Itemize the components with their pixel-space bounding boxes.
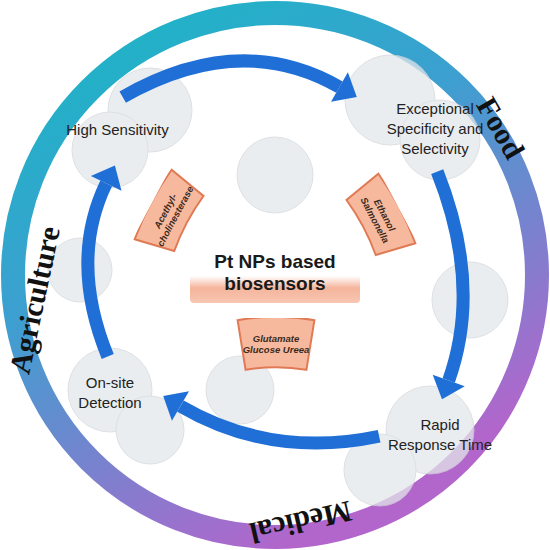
arrow-head bbox=[433, 375, 465, 400]
cloud bbox=[432, 262, 508, 338]
cycle-arrow bbox=[163, 391, 379, 443]
cycle-arrow bbox=[123, 61, 357, 102]
center-title: Pt NPs based biosensors bbox=[190, 243, 360, 303]
node-text: Glutamate Glucose Ureea bbox=[236, 334, 316, 356]
feature-box: High Sensitivity bbox=[60, 100, 175, 160]
ring-label: Medical bbox=[246, 494, 354, 550]
cloud-texture bbox=[48, 55, 508, 506]
arrow-shaft bbox=[123, 61, 340, 97]
arrow-shaft bbox=[88, 183, 108, 356]
ring-label: Agriculture bbox=[2, 223, 66, 376]
node-text: Exceptional Specificity and Selectivity bbox=[362, 99, 508, 160]
feature-box: Rapid Response Time bbox=[385, 405, 495, 465]
node-text: On-site Detection bbox=[62, 373, 158, 414]
node-text: High Sensitivity bbox=[66, 120, 169, 140]
arrow-head bbox=[163, 391, 189, 420]
arrow-head bbox=[331, 72, 357, 102]
arrow-shaft bbox=[180, 406, 379, 443]
arrow-head bbox=[91, 165, 122, 190]
node-text: Pt NPs based biosensors bbox=[190, 249, 360, 297]
segment-outline bbox=[343, 173, 418, 263]
feature-box: Exceptional Specificity and Selectivity bbox=[362, 92, 508, 166]
cloud bbox=[237, 137, 313, 213]
cycle-arrow bbox=[88, 165, 122, 356]
analyte-segment: Glutamate Glucose Ureea bbox=[236, 318, 316, 372]
segment-outline bbox=[132, 169, 207, 259]
node-text: Rapid Response Time bbox=[385, 415, 495, 456]
arrow-shaft bbox=[437, 172, 463, 381]
cycle-arrow bbox=[433, 172, 465, 400]
feature-box: On-site Detection bbox=[62, 362, 158, 424]
outer-ring bbox=[13, 13, 537, 537]
